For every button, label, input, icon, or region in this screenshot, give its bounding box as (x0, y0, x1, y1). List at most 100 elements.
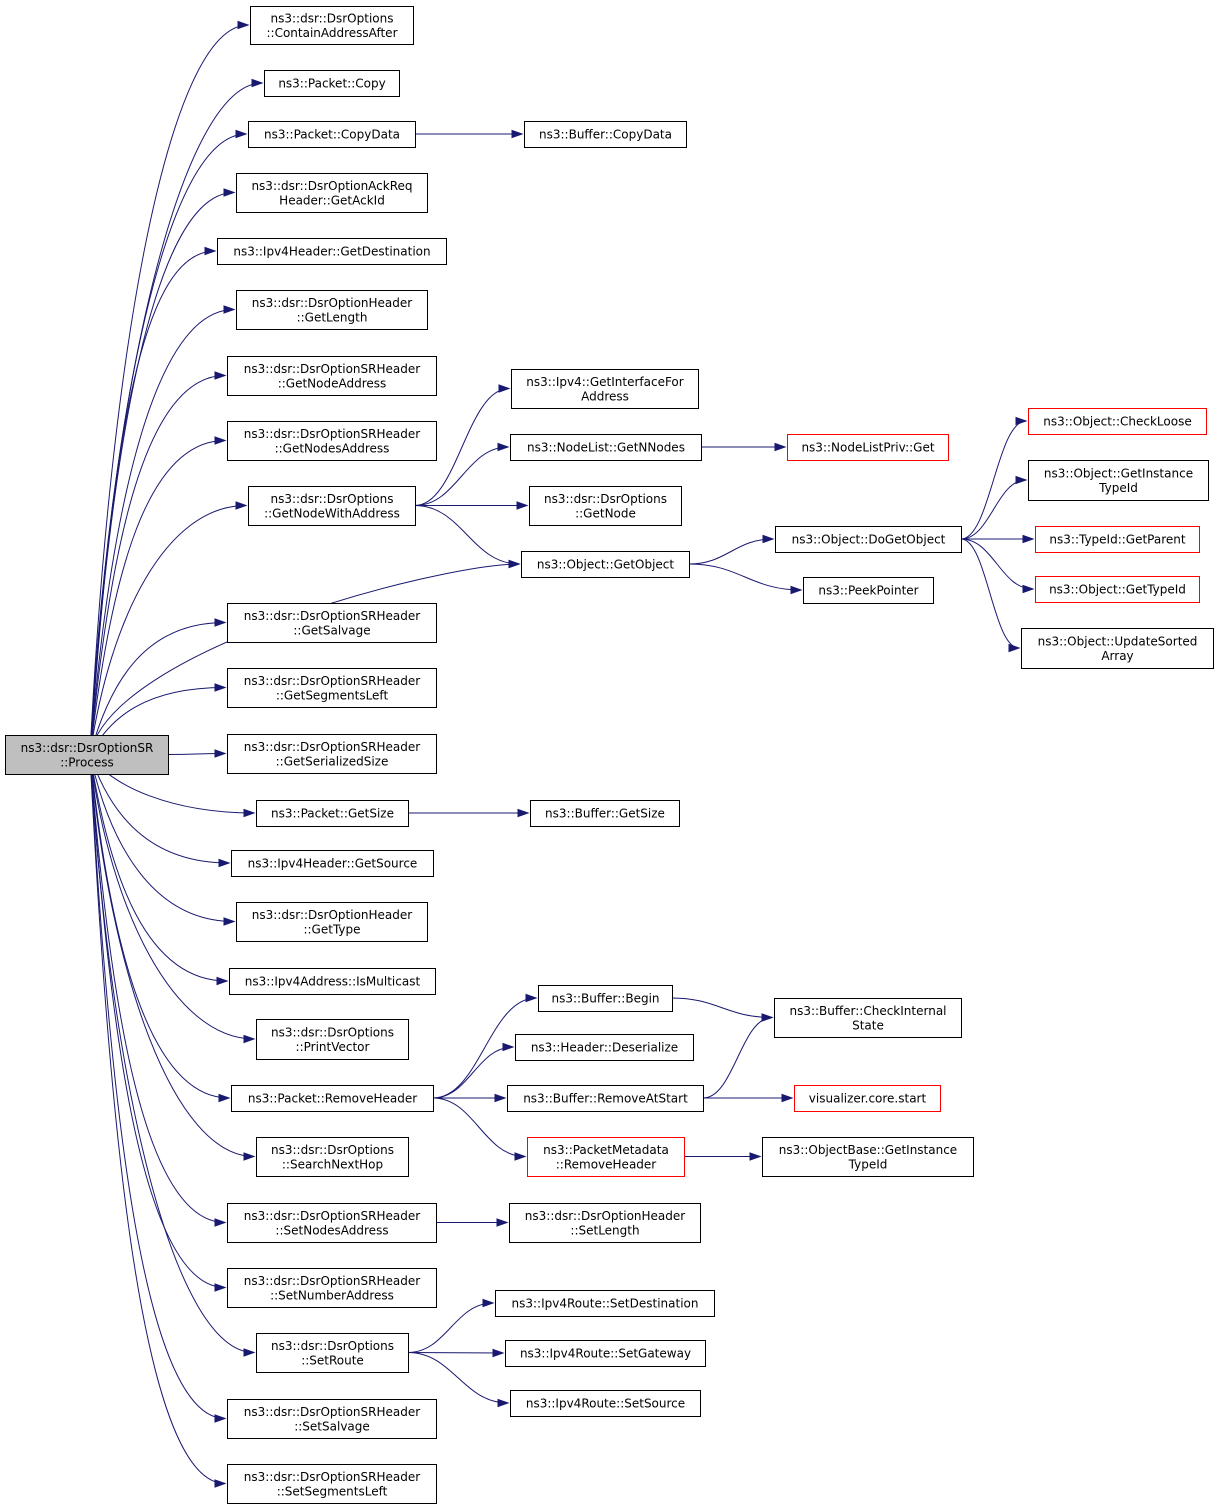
node-packetCopy[interactable]: ns3::Packet::Copy (264, 70, 400, 97)
node-box-getParent (1035, 526, 1200, 553)
edge-getObject-to-peekPointer (688, 563, 802, 591)
node-headerDeserialize[interactable]: ns3::Header::Deserialize (515, 1034, 694, 1061)
arrowhead-getNodeWithAddress-to-getNode (516, 501, 529, 510)
arrowhead-doGetObject-to-getParent (1022, 534, 1035, 544)
node-getNodeWithAddress[interactable]: ns3::dsr::DsrOptions::GetNodeWithAddress (248, 486, 416, 526)
node-nodeListPrivGet[interactable]: ns3::NodeListPriv::Get (787, 434, 949, 461)
node-box-getInstanceTypeId (1028, 460, 1209, 501)
node-box-getNNodes (510, 434, 702, 461)
node-getNodesAddress[interactable]: ns3::dsr::DsrOptionSRHeader::GetNodesAdd… (227, 421, 437, 461)
node-bufferBegin[interactable]: ns3::Buffer::Begin (538, 985, 673, 1012)
node-label-getInterfaceForAddress-line-1: Address (581, 389, 629, 403)
node-label-bufferGetSize-line-0: ns3::Buffer::GetSize (545, 807, 665, 821)
node-setLength[interactable]: ns3::dsr::DsrOptionHeader::SetLength (509, 1203, 701, 1243)
edge-packetRemoveHeader-to-bufferBegin (432, 997, 537, 1099)
node-setSource[interactable]: ns3::Ipv4Route::SetSource (510, 1390, 701, 1417)
node-box-updateSortedArray (1021, 628, 1214, 669)
edge-root-to-getNodeAddress (89, 375, 226, 755)
node-printVector[interactable]: ns3::dsr::DsrOptions::PrintVector (256, 1019, 409, 1060)
arrowhead-getNodeWithAddress-to-getNNodes (497, 442, 510, 452)
node-peekPointer[interactable]: ns3::PeekPointer (803, 577, 934, 604)
node-getSalvage[interactable]: ns3::dsr::DsrOptionSRHeader::GetSalvage (227, 603, 437, 643)
arrowhead-root-to-getSource (218, 858, 231, 868)
edge-removeAtStart-to-checkInternalState (702, 1017, 773, 1099)
node-label-getSource-line-0: ns3::Ipv4Header::GetSource (248, 857, 418, 871)
node-box-getObject (521, 551, 690, 578)
node-label-getNodesAddress-line-1: ::GetNodesAddress (275, 441, 390, 455)
node-getObject[interactable]: ns3::Object::GetObject (521, 551, 690, 578)
node-label-getNNodes-line-0: ns3::NodeList::GetNNodes (527, 441, 685, 455)
node-label-setLength-line-0: ns3::dsr::DsrOptionHeader (525, 1209, 685, 1223)
node-box-getSegmentsLeft (227, 668, 437, 708)
node-searchNextHop[interactable]: ns3::dsr::DsrOptions::SearchNextHop (256, 1137, 409, 1177)
node-label-bufferBegin-line-0: ns3::Buffer::Begin (551, 992, 659, 1006)
edge-setRoute-to-setDestination (407, 1302, 494, 1353)
node-box-getNodeAddress (227, 356, 437, 396)
arrowhead-root-to-setSegmentsLeft (214, 1479, 227, 1488)
node-getType[interactable]: ns3::dsr::DsrOptionHeader::GetType (236, 902, 428, 942)
node-label-setGateway-line-0: ns3::Ipv4Route::SetGateway (520, 1347, 691, 1361)
edge-doGetObject-to-updateSortedArray (960, 538, 1020, 649)
node-setSegmentsLeft[interactable]: ns3::dsr::DsrOptionSRHeader::SetSegments… (227, 1464, 437, 1504)
node-getTypeId[interactable]: ns3::Object::GetTypeId (1035, 576, 1200, 603)
node-setNumberAddress[interactable]: ns3::dsr::DsrOptionSRHeader::SetNumberAd… (227, 1268, 437, 1308)
node-checkLoose[interactable]: ns3::Object::CheckLoose (1028, 408, 1207, 435)
node-getDestination[interactable]: ns3::Ipv4Header::GetDestination (217, 238, 447, 265)
arrowhead-root-to-packetCopyData (235, 129, 248, 139)
node-label-getDestination-line-0: ns3::Ipv4Header::GetDestination (233, 245, 430, 259)
node-getSource[interactable]: ns3::Ipv4Header::GetSource (231, 850, 434, 877)
edge-root-to-containAddressAfter (89, 24, 249, 755)
node-box-getSalvage (227, 603, 437, 643)
node-label-getSegmentsLeft-line-0: ns3::dsr::DsrOptionSRHeader (244, 674, 420, 688)
node-metadataRemoveHeader[interactable]: ns3::PacketMetadata::RemoveHeader (527, 1137, 685, 1177)
node-box-printVector (256, 1019, 409, 1060)
node-label-packetRemoveHeader-line-0: ns3::Packet::RemoveHeader (248, 1092, 417, 1106)
node-setSalvage[interactable]: ns3::dsr::DsrOptionSRHeader::SetSalvage (227, 1399, 437, 1439)
node-getNNodes[interactable]: ns3::NodeList::GetNNodes (510, 434, 702, 461)
node-label-getSerializedSize-line-0: ns3::dsr::DsrOptionSRHeader (244, 740, 420, 754)
node-visualizerStart[interactable]: visualizer.core.start (794, 1085, 941, 1112)
node-isMulticast[interactable]: ns3::Ipv4Address::IsMulticast (229, 968, 436, 995)
node-label-getNodeWithAddress-line-1: ::GetNodeWithAddress (264, 506, 400, 520)
edge-root-to-getDestination (89, 250, 216, 755)
edge-bufferBegin-to-checkInternalState (671, 997, 773, 1018)
node-getSegmentsLeft[interactable]: ns3::dsr::DsrOptionSRHeader::GetSegments… (227, 668, 437, 708)
node-getNode[interactable]: ns3::dsr::DsrOptions::GetNode (529, 486, 682, 526)
node-packetGetSize[interactable]: ns3::Packet::GetSize (256, 800, 409, 827)
node-removeAtStart[interactable]: ns3::Buffer::RemoveAtStart (507, 1085, 704, 1112)
node-label-getType-line-0: ns3::dsr::DsrOptionHeader (252, 908, 412, 922)
node-root[interactable]: ns3::dsr::DsrOptionSR::Process (5, 735, 169, 775)
node-box-getInterfaceForAddress (511, 369, 699, 409)
node-bufferCopyData[interactable]: ns3::Buffer::CopyData (524, 121, 687, 148)
node-packetRemoveHeader[interactable]: ns3::Packet::RemoveHeader (231, 1085, 434, 1112)
node-packetCopyData[interactable]: ns3::Packet::CopyData (248, 121, 416, 148)
node-getLength[interactable]: ns3::dsr::DsrOptionHeader::GetLength (236, 290, 428, 330)
node-doGetObject[interactable]: ns3::Object::DoGetObject (775, 526, 962, 553)
node-getNodeAddress[interactable]: ns3::dsr::DsrOptionSRHeader::GetNodeAddr… (227, 356, 437, 396)
arrowhead-setRoute-to-setGateway (492, 1348, 505, 1358)
arrowhead-doGetObject-to-updateSortedArray (1008, 643, 1021, 653)
node-setDestination[interactable]: ns3::Ipv4Route::SetDestination (495, 1290, 715, 1317)
node-box-getSerializedSize (227, 734, 437, 774)
node-bufferGetSize[interactable]: ns3::Buffer::GetSize (530, 800, 680, 827)
node-containAddressAfter[interactable]: ns3::dsr::DsrOptions::ContainAddressAfte… (250, 6, 414, 45)
node-label-printVector-line-1: ::PrintVector (296, 1040, 370, 1054)
node-setRoute[interactable]: ns3::dsr::DsrOptions::SetRoute (256, 1333, 409, 1373)
node-label-checkInternalState-line-1: State (852, 1018, 884, 1032)
node-label-isMulticast-line-0: ns3::Ipv4Address::IsMulticast (245, 975, 421, 989)
node-label-visualizerStart-line-0: visualizer.core.start (809, 1092, 927, 1106)
node-box-getSource (231, 850, 434, 877)
node-getAckId[interactable]: ns3::dsr::DsrOptionAckReqHeader::GetAckI… (236, 173, 428, 213)
node-box-getAckId (236, 173, 428, 213)
node-setNodesAddress[interactable]: ns3::dsr::DsrOptionSRHeader::SetNodesAdd… (227, 1203, 437, 1243)
node-label-objectBaseGetInstanceTypeId-line-1: TypeId (848, 1157, 888, 1171)
node-setGateway[interactable]: ns3::Ipv4Route::SetGateway (505, 1340, 706, 1367)
node-getSerializedSize[interactable]: ns3::dsr::DsrOptionSRHeader::GetSerializ… (227, 734, 437, 774)
edge-root-to-packetRemoveHeader (89, 754, 230, 1099)
node-getParent[interactable]: ns3::TypeId::GetParent (1035, 526, 1200, 553)
